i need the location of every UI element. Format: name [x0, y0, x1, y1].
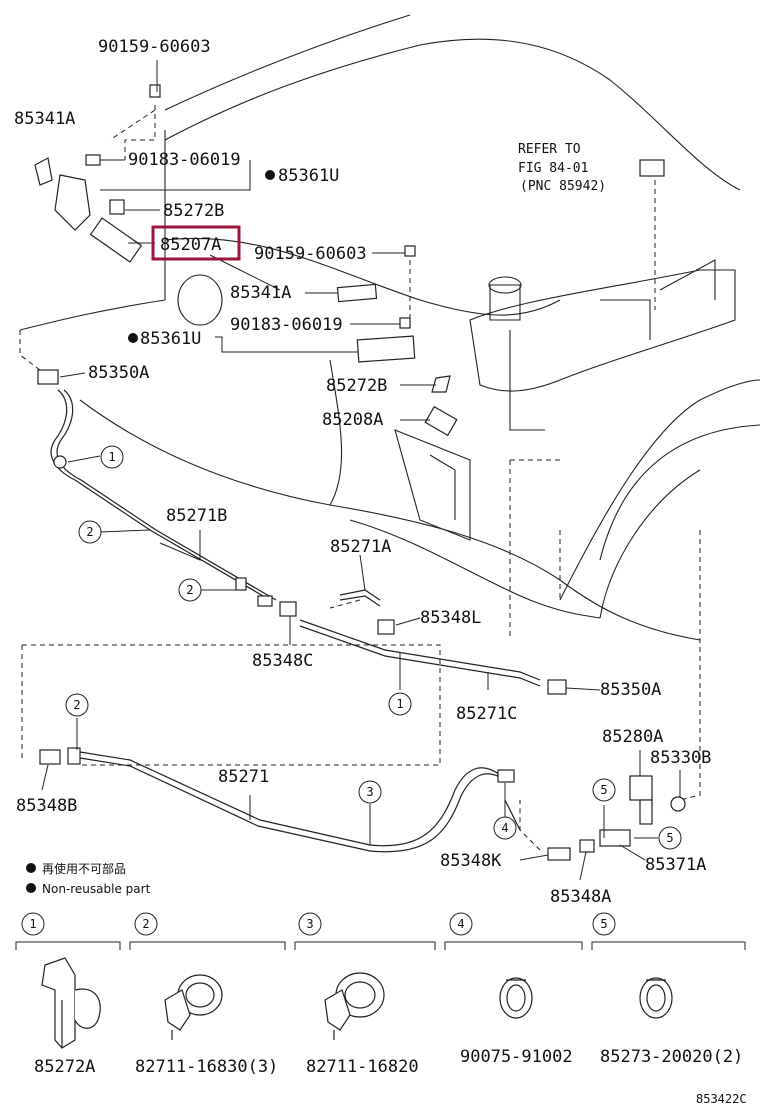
key-part-drawings	[41, 957, 673, 1049]
callout-number: 1	[108, 450, 115, 464]
label-85272B-mid[interactable]: 85272B	[326, 376, 387, 396]
callout-number: 4	[501, 821, 508, 835]
non-reusable-marker	[265, 170, 275, 180]
label-85348C[interactable]: 85348C	[252, 651, 313, 671]
hoses	[50, 389, 541, 853]
callout-number: 1	[396, 697, 403, 711]
label-90159-60603-mid[interactable]: 90159-60603	[254, 244, 367, 264]
label-90183-06019-top[interactable]: 90183-06019	[128, 150, 241, 170]
label-85350A-left[interactable]: 85350A	[88, 363, 149, 383]
refer-line-1: REFER TO	[518, 142, 581, 157]
parts-key-numbers: 1 2 3 4 5	[29, 917, 607, 931]
label-85350A-right[interactable]: 85350A	[600, 680, 661, 700]
refer-line-3: (PNC 85942)	[520, 179, 606, 194]
label-90183-06019-mid[interactable]: 90183-06019	[230, 315, 343, 335]
clamp-82711-16830-icon	[164, 974, 223, 1040]
legend-jp: 再使用不可部品	[42, 861, 126, 876]
parts-key	[15, 912, 746, 950]
key-number-1: 1	[29, 917, 36, 931]
refer-note: REFER TO FIG 84-01 (PNC 85942)	[518, 142, 606, 194]
non-reusable-marker	[128, 333, 138, 343]
label-85271[interactable]: 85271	[218, 767, 269, 787]
callout-number: 2	[73, 698, 80, 712]
dashed-guides	[19, 105, 701, 851]
legend-bullet	[26, 863, 36, 873]
callout-number: 5	[600, 783, 607, 797]
key-number-3: 3	[306, 917, 313, 931]
label-85371A[interactable]: 85371A	[645, 855, 706, 875]
key-label-82711-16820[interactable]: 82711-16820	[306, 1057, 419, 1077]
label-85341A-left[interactable]: 85341A	[14, 109, 75, 129]
label-85348K[interactable]: 85348K	[440, 851, 502, 871]
clip-85272a-icon	[41, 957, 101, 1049]
part-labels: 90159-60603 85341A 90183-06019 85361U 85…	[14, 37, 711, 907]
callout-number: 2	[86, 525, 93, 539]
label-85361U-top[interactable]: 85361U	[278, 166, 339, 186]
legend: 再使用不可部品 Non-reusable part	[26, 861, 151, 896]
label-85272B-top[interactable]: 85272B	[163, 201, 224, 221]
clip-90075-91002-icon	[499, 977, 533, 1019]
label-85280A[interactable]: 85280A	[602, 727, 663, 747]
figure-code: 853422C	[696, 1092, 747, 1106]
label-85207A[interactable]: 85207A	[160, 235, 221, 255]
key-label-85272A[interactable]: 85272A	[34, 1057, 95, 1077]
label-90159-60603-top[interactable]: 90159-60603	[98, 37, 211, 57]
label-85330B[interactable]: 85330B	[650, 748, 711, 768]
clip-85273-20020-icon	[639, 977, 673, 1019]
refer-line-2[interactable]: FIG 84-01	[518, 161, 588, 176]
label-85271C[interactable]: 85271C	[456, 704, 517, 724]
diagram-callout-numbers: 1 2 2 1 2 3 4 5 5	[73, 450, 673, 845]
label-85348A[interactable]: 85348A	[550, 887, 611, 907]
label-85271A[interactable]: 85271A	[330, 537, 391, 557]
components	[34, 84, 686, 861]
callout-number: 3	[366, 785, 373, 799]
key-number-4: 4	[457, 917, 464, 931]
key-label-90075-91002[interactable]: 90075-91002	[460, 1047, 573, 1067]
key-label-85273-20020[interactable]: 85273-20020(2)	[600, 1047, 743, 1067]
callout-number: 2	[186, 583, 193, 597]
diagram-callouts	[65, 445, 682, 850]
parts-key-labels: 85272A 82711-16830(3) 82711-16820 90075-…	[34, 1047, 743, 1077]
legend-en: Non-reusable part	[42, 882, 151, 896]
key-number-5: 5	[600, 917, 607, 931]
label-85361U-mid[interactable]: 85361U	[140, 329, 201, 349]
label-85341A-mid[interactable]: 85341A	[230, 283, 291, 303]
legend-bullet	[26, 883, 36, 893]
label-85208A[interactable]: 85208A	[322, 410, 383, 430]
key-label-82711-16830[interactable]: 82711-16830(3)	[135, 1057, 278, 1077]
label-85348L[interactable]: 85348L	[420, 608, 481, 628]
clamp-82711-16820-icon	[324, 972, 385, 1040]
highlight-box	[151, 225, 241, 261]
key-number-2: 2	[142, 917, 149, 931]
label-85348B[interactable]: 85348B	[16, 796, 77, 816]
callout-number: 5	[666, 831, 673, 845]
label-85271B[interactable]: 85271B	[166, 506, 227, 526]
